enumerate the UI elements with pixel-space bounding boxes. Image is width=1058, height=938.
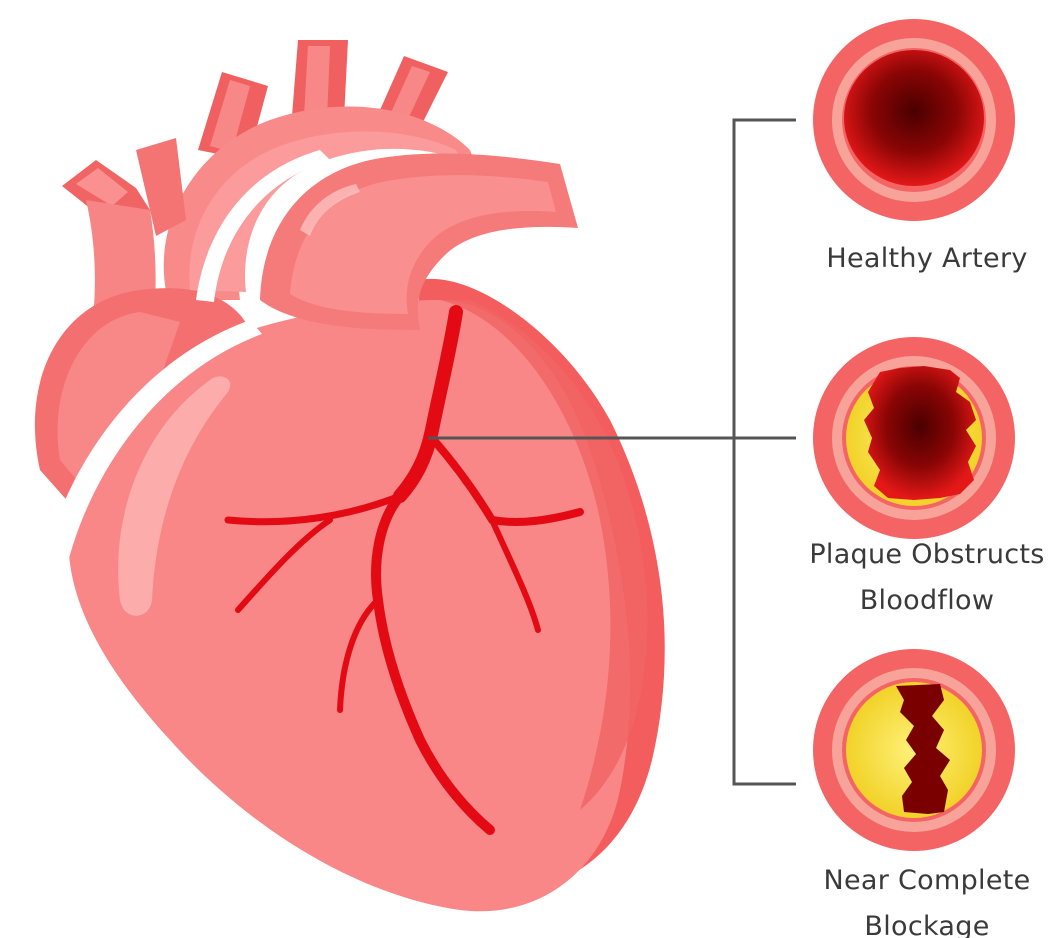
- caption-healthy-artery: Healthy Artery: [777, 236, 1058, 282]
- caption-blockage-line-1: Near Complete: [777, 858, 1058, 904]
- healthy-artery-cross-section: [813, 19, 1015, 221]
- caption-near-complete-blockage: Near Complete Blockage: [777, 858, 1058, 938]
- caption-plaque-obstructs: Plaque Obstructs Bloodflow: [777, 532, 1058, 624]
- plaque-artery-cross-section: [813, 337, 1015, 539]
- caption-blockage-line-2: Blockage: [777, 904, 1058, 938]
- heart: [35, 40, 665, 911]
- caption-healthy-line-1: Healthy Artery: [777, 236, 1058, 282]
- caption-plaque-line-1: Plaque Obstructs: [777, 532, 1058, 578]
- blockage-artery-cross-section: [813, 649, 1015, 851]
- caption-plaque-line-2: Bloodflow: [777, 578, 1058, 624]
